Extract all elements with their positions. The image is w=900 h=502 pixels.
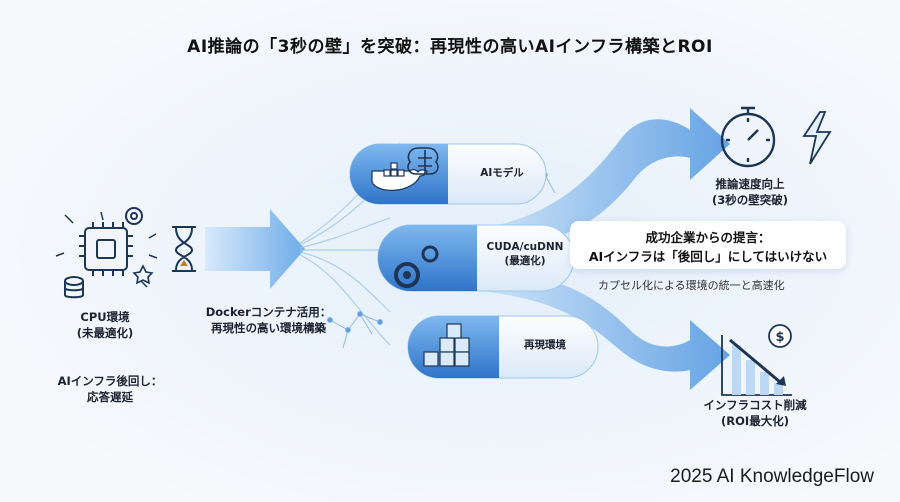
stopwatch-icon — [720, 106, 776, 168]
hourglass-icon — [172, 226, 196, 272]
message-line2: AIインフラは「後回し」にしてはいけない — [588, 249, 828, 264]
svg-text:$: $ — [775, 330, 784, 345]
capsule-label-repro: 再現環境 — [524, 339, 566, 351]
capsule-label-cuda: CUDA/cuDNN (最適化) — [486, 241, 564, 267]
footer-credit: 2025 AI KnowledgeFlow — [670, 466, 874, 487]
delay-label: AIインフラ後回し： 応答遅延 — [57, 374, 163, 404]
docker-label: Dockerコンテナ活用： 再現性の高い環境構築 — [205, 305, 332, 335]
flow-arrow-left — [205, 209, 305, 289]
lightning-icon — [802, 111, 832, 165]
cpu-label: CPU環境 (未最適化) — [76, 310, 134, 340]
cpu-chip-icon — [79, 222, 133, 276]
sub-caption: カプセル化による環境の統一と高速化 — [598, 279, 785, 292]
star-icon — [132, 264, 154, 285]
flow-arrow-top — [470, 108, 730, 250]
capsule-label-ai-model: AIモデル — [480, 167, 524, 179]
cost-down-icon: $ — [721, 324, 792, 396]
brain-icon — [407, 147, 439, 175]
gear-icon — [125, 207, 143, 225]
capsule-cuda — [377, 224, 575, 292]
database-icon — [64, 276, 84, 299]
message-line1: 成功企業からの提言： — [645, 230, 771, 245]
docker-whale-icon — [371, 162, 428, 191]
page-title: AI推論の「3秒の壁」を突破：再現性の高いAIインフラ構築とROI — [187, 37, 713, 57]
broken-lines-icon — [55, 211, 158, 288]
flow-arrow-bottom — [470, 270, 730, 390]
message-box: 成功企業からの提言： AIインフラは「後回し」にしてはいけない — [570, 221, 846, 269]
cubes-icon — [423, 323, 470, 367]
speed-label: 推論速度向上 (3秒の壁突破) — [711, 177, 788, 207]
cost-label: インフラコスト削減 (ROI最大化) — [703, 398, 807, 428]
gears-icon — [394, 245, 439, 288]
